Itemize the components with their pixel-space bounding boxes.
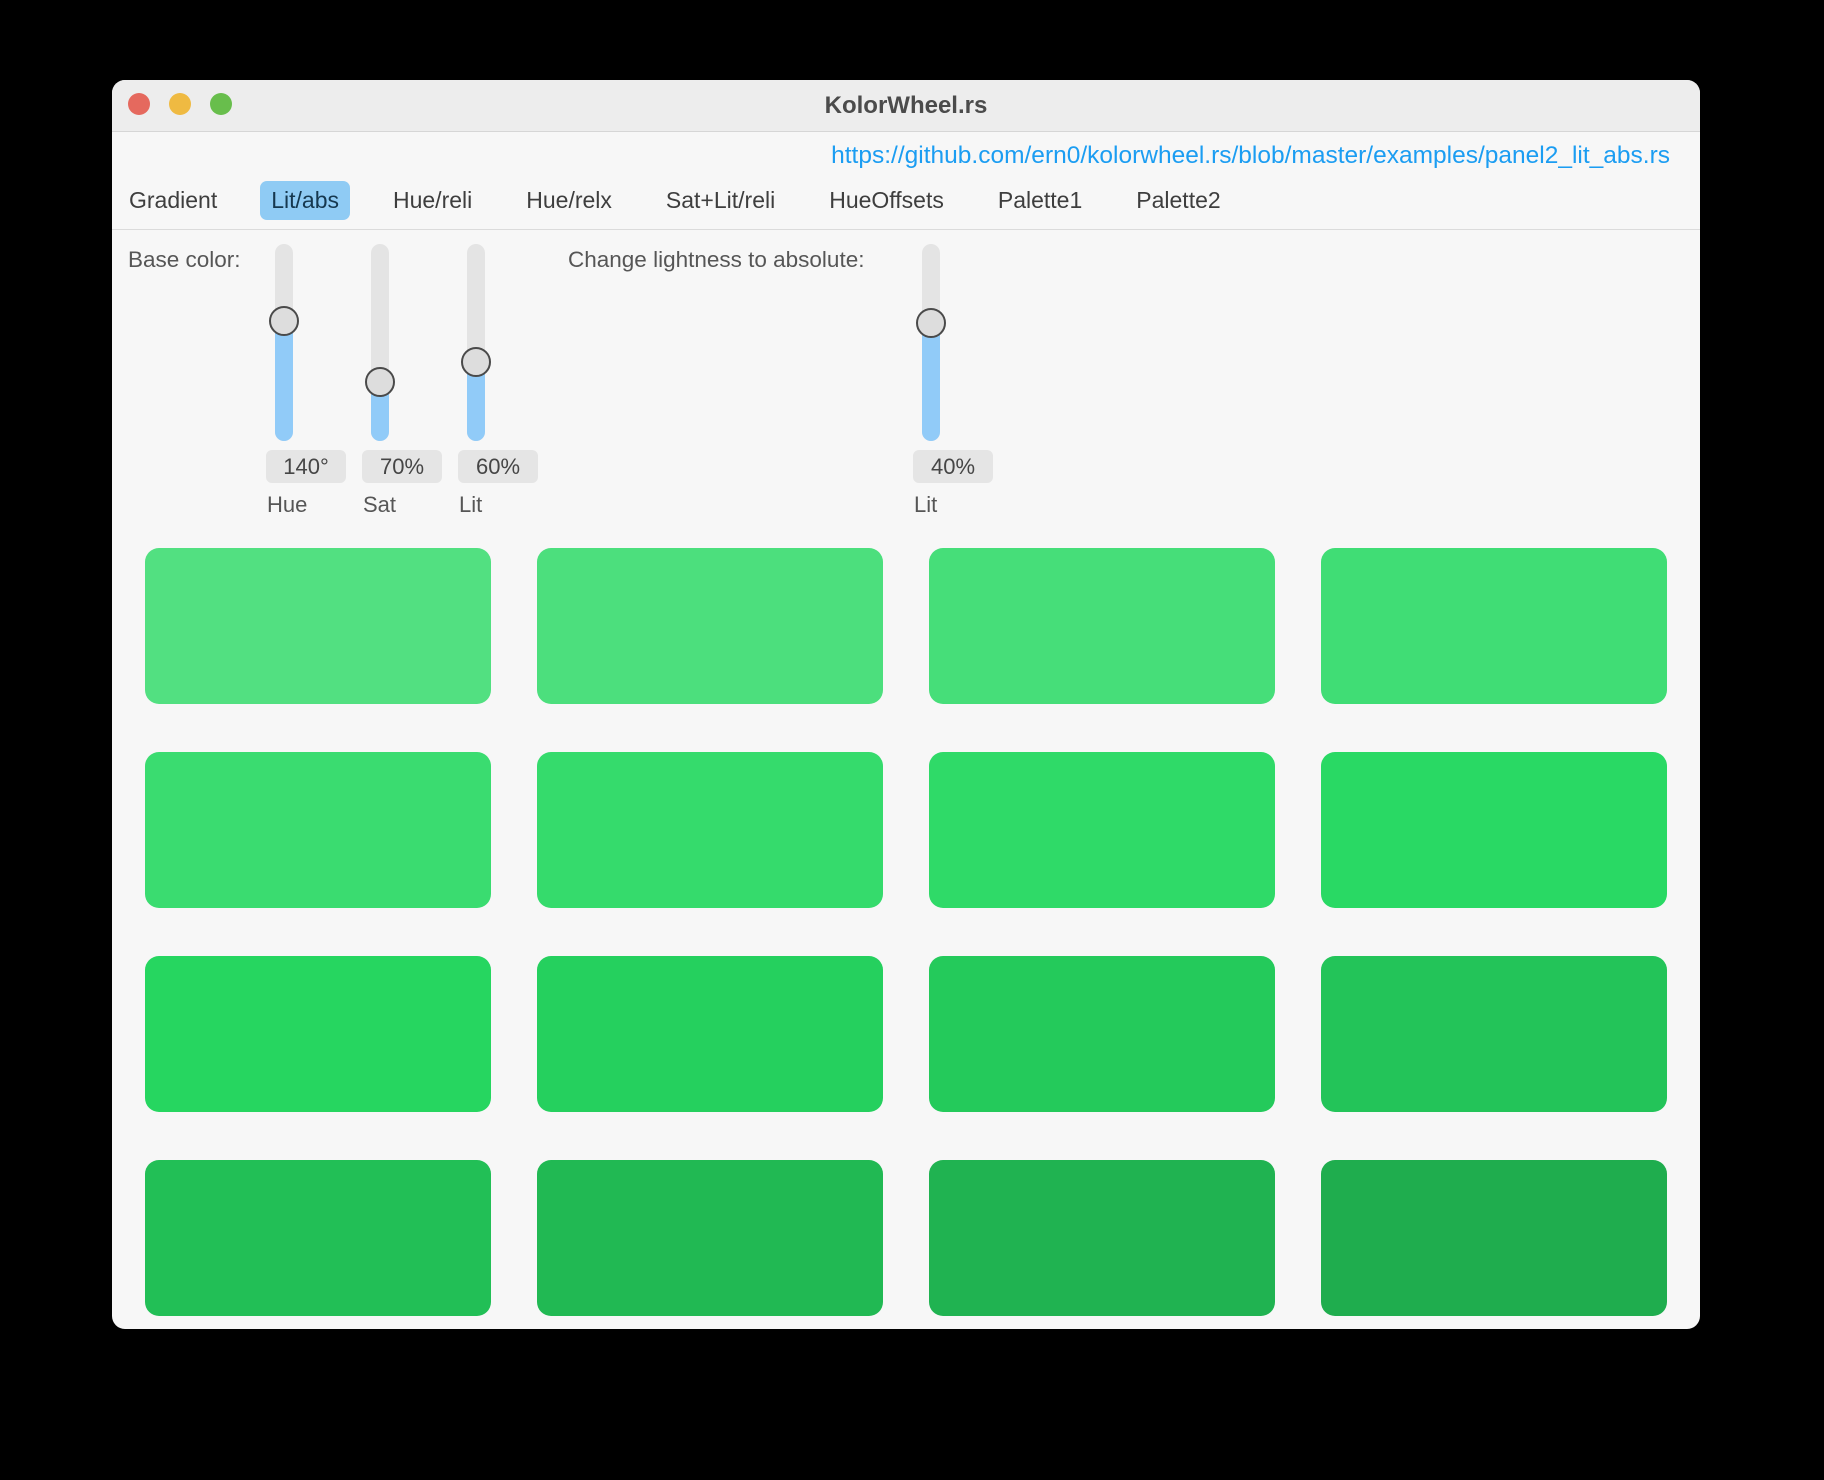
tab-gradient[interactable]: Gradient [129, 187, 218, 213]
change-lightness-label: Change lightness to absolute: [568, 247, 865, 272]
tab-bar: Gradient Lit/abs Hue/reli Hue/relx Sat+Lit/r… [118, 181, 1232, 220]
swatch-r4c1 [145, 1160, 491, 1316]
swatch-r2c2 [537, 752, 883, 908]
swatch-r1c3 [929, 548, 1275, 704]
base-lit-slider-fill [467, 362, 485, 441]
titlebar: KolorWheel.rs [112, 80, 1700, 132]
close-button[interactable] [128, 93, 150, 115]
swatch-r3c4 [1321, 956, 1667, 1112]
tab-palette1[interactable]: Palette1 [997, 187, 1083, 213]
base-hue-slider-fill [275, 320, 293, 441]
base-sat-value[interactable]: 70% [362, 450, 442, 483]
swatch-r1c1 [145, 548, 491, 704]
base-sat-label: Sat [363, 492, 397, 517]
base-lit-slider-knob[interactable] [461, 347, 491, 378]
tab-palette2[interactable]: Palette2 [1136, 187, 1221, 213]
base-lit-value[interactable]: 60% [458, 450, 538, 483]
abs-lit-slider-knob[interactable] [916, 307, 946, 338]
base-hue-value[interactable]: 140° [266, 450, 346, 483]
abs-lit-value[interactable]: 40% [913, 450, 993, 483]
swatch-r3c3 [929, 956, 1275, 1112]
github-link[interactable]: https://github.com/ern0/kolorwheel.rs/bl… [831, 142, 1670, 169]
swatch-r2c3 [929, 752, 1275, 908]
tab-hue-reli[interactable]: Hue/reli [392, 187, 473, 213]
swatch-r4c2 [537, 1160, 883, 1316]
window-title: KolorWheel.rs [824, 92, 988, 119]
zoom-button[interactable] [210, 93, 232, 115]
minimize-button[interactable] [169, 93, 191, 115]
base-hue-slider-knob[interactable] [269, 305, 299, 336]
base-color-label: Base color: [128, 247, 241, 272]
base-sat-slider-fill [371, 381, 389, 441]
tab-sat-lit-reli[interactable]: Sat+Lit/reli [665, 187, 776, 213]
swatch-r4c4 [1321, 1160, 1667, 1316]
tabbar-separator [112, 229, 1700, 230]
swatch-r3c1 [145, 956, 491, 1112]
tab-lit-abs[interactable]: Lit/abs [260, 181, 350, 220]
base-hue-label: Hue [267, 492, 308, 517]
base-sat-slider-knob[interactable] [365, 366, 395, 397]
swatch-grid [145, 548, 1667, 1316]
swatch-r4c3 [929, 1160, 1275, 1316]
tab-hue-relx[interactable]: Hue/relx [526, 187, 612, 213]
abs-lit-slider-fill [922, 322, 940, 441]
abs-lit-label: Lit [914, 492, 938, 517]
swatch-r1c2 [537, 548, 883, 704]
traffic-lights [128, 93, 232, 115]
swatch-r2c1 [145, 752, 491, 908]
swatch-r3c2 [537, 956, 883, 1112]
app-window: KolorWheel.rs https://github.com/ern0/ko… [112, 80, 1700, 1329]
swatch-r1c4 [1321, 548, 1667, 704]
swatch-r2c4 [1321, 752, 1667, 908]
tab-hueoffsets[interactable]: HueOffsets [829, 187, 944, 213]
base-lit-label: Lit [459, 492, 483, 517]
